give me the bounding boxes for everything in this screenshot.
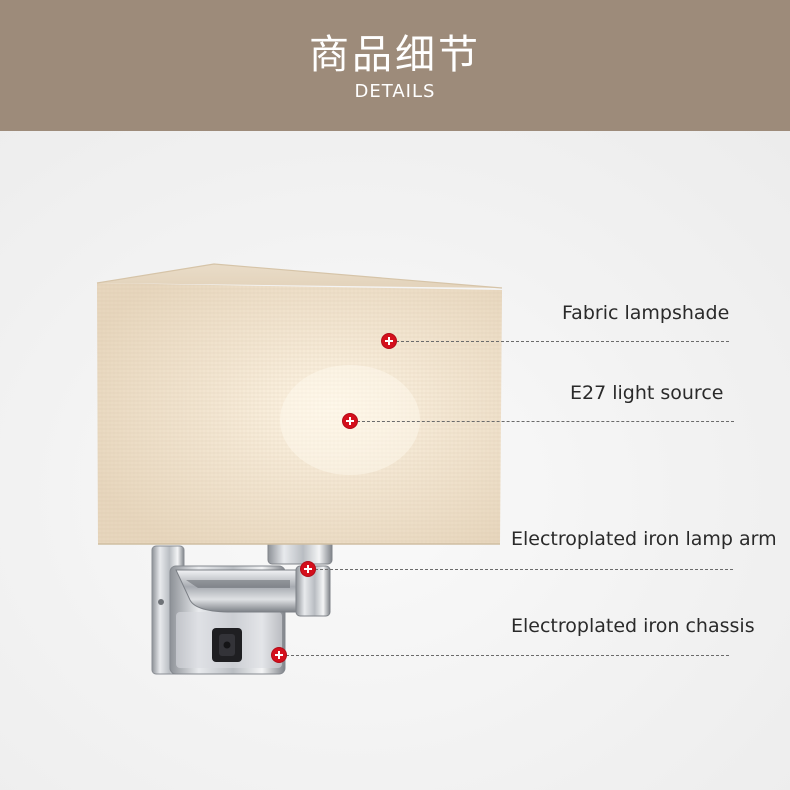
page-subtitle: DETAILS — [354, 81, 436, 102]
lamp-arm — [175, 539, 333, 617]
callout-leader-chassis — [286, 655, 729, 656]
callout-label-chassis: Electroplated iron chassis — [511, 615, 755, 637]
callout-label-light-source: E27 light source — [570, 382, 724, 404]
fabric-lampshade — [96, 263, 503, 545]
plus-marker-icon[interactable] — [382, 334, 396, 348]
callout-leader-light-source — [357, 421, 734, 422]
callout-label-lamp-arm: Electroplated iron lamp arm — [511, 528, 777, 550]
plus-marker-icon[interactable] — [301, 562, 315, 576]
callout-leader-lamp-arm — [315, 569, 733, 570]
rocker-switch — [212, 628, 242, 662]
plus-marker-icon[interactable] — [272, 648, 286, 662]
callout-label-lampshade: Fabric lampshade — [562, 302, 730, 324]
callout-leader-lampshade — [396, 341, 729, 342]
page-title: 商品细节 — [309, 32, 481, 78]
plus-marker-icon[interactable] — [343, 414, 357, 428]
header-banner: 商品细节 DETAILS — [0, 0, 790, 131]
